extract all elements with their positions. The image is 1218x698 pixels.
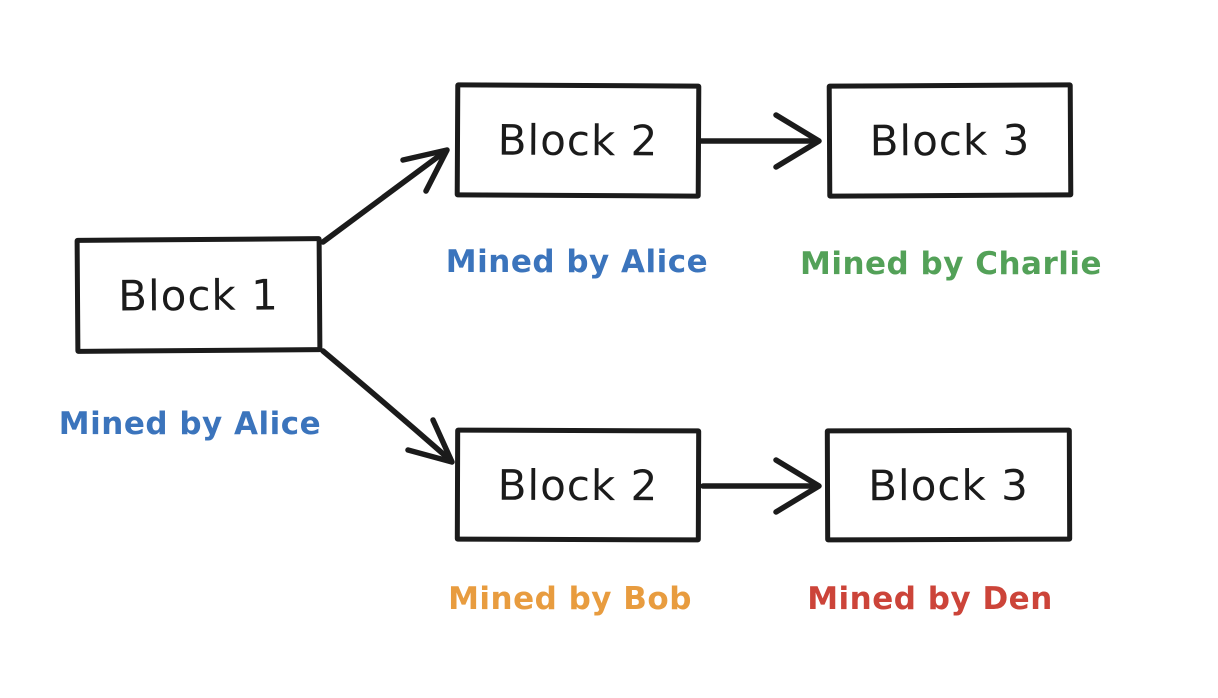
node-block3-top: Block 3 bbox=[826, 82, 1074, 199]
miner-label-block3-bottom: Mined by Den bbox=[807, 581, 1053, 617]
miner-label-block2-bottom: Mined by Bob bbox=[448, 581, 692, 617]
node-block3-bottom: Block 3 bbox=[824, 427, 1073, 543]
node-block1: Block 1 bbox=[74, 236, 323, 354]
arrowhead-block2-top bbox=[400, 147, 450, 194]
node-block2-bottom-label: Block 2 bbox=[497, 460, 659, 510]
node-block2-top: Block 2 bbox=[454, 82, 702, 199]
miner-label-block1: Mined by Alice bbox=[58, 406, 322, 442]
miner-label-block3-top: Mined by Charlie bbox=[799, 246, 1103, 282]
arrowhead-block3-top bbox=[773, 112, 822, 170]
arrowhead-block3-bottom bbox=[773, 457, 822, 515]
node-block3-bottom-label: Block 3 bbox=[868, 460, 1029, 510]
node-block2-bottom: Block 2 bbox=[454, 427, 702, 543]
node-block1-label: Block 1 bbox=[117, 269, 279, 321]
edge-block1-to-block2-bottom bbox=[320, 348, 452, 462]
edge-block1-to-block2-top bbox=[320, 150, 446, 245]
node-block3-top-label: Block 3 bbox=[869, 115, 1031, 166]
node-block2-top-label: Block 2 bbox=[497, 115, 659, 166]
arrowhead-block2-bottom bbox=[405, 417, 455, 465]
miner-label-block2-top: Mined by Alice bbox=[445, 244, 709, 280]
